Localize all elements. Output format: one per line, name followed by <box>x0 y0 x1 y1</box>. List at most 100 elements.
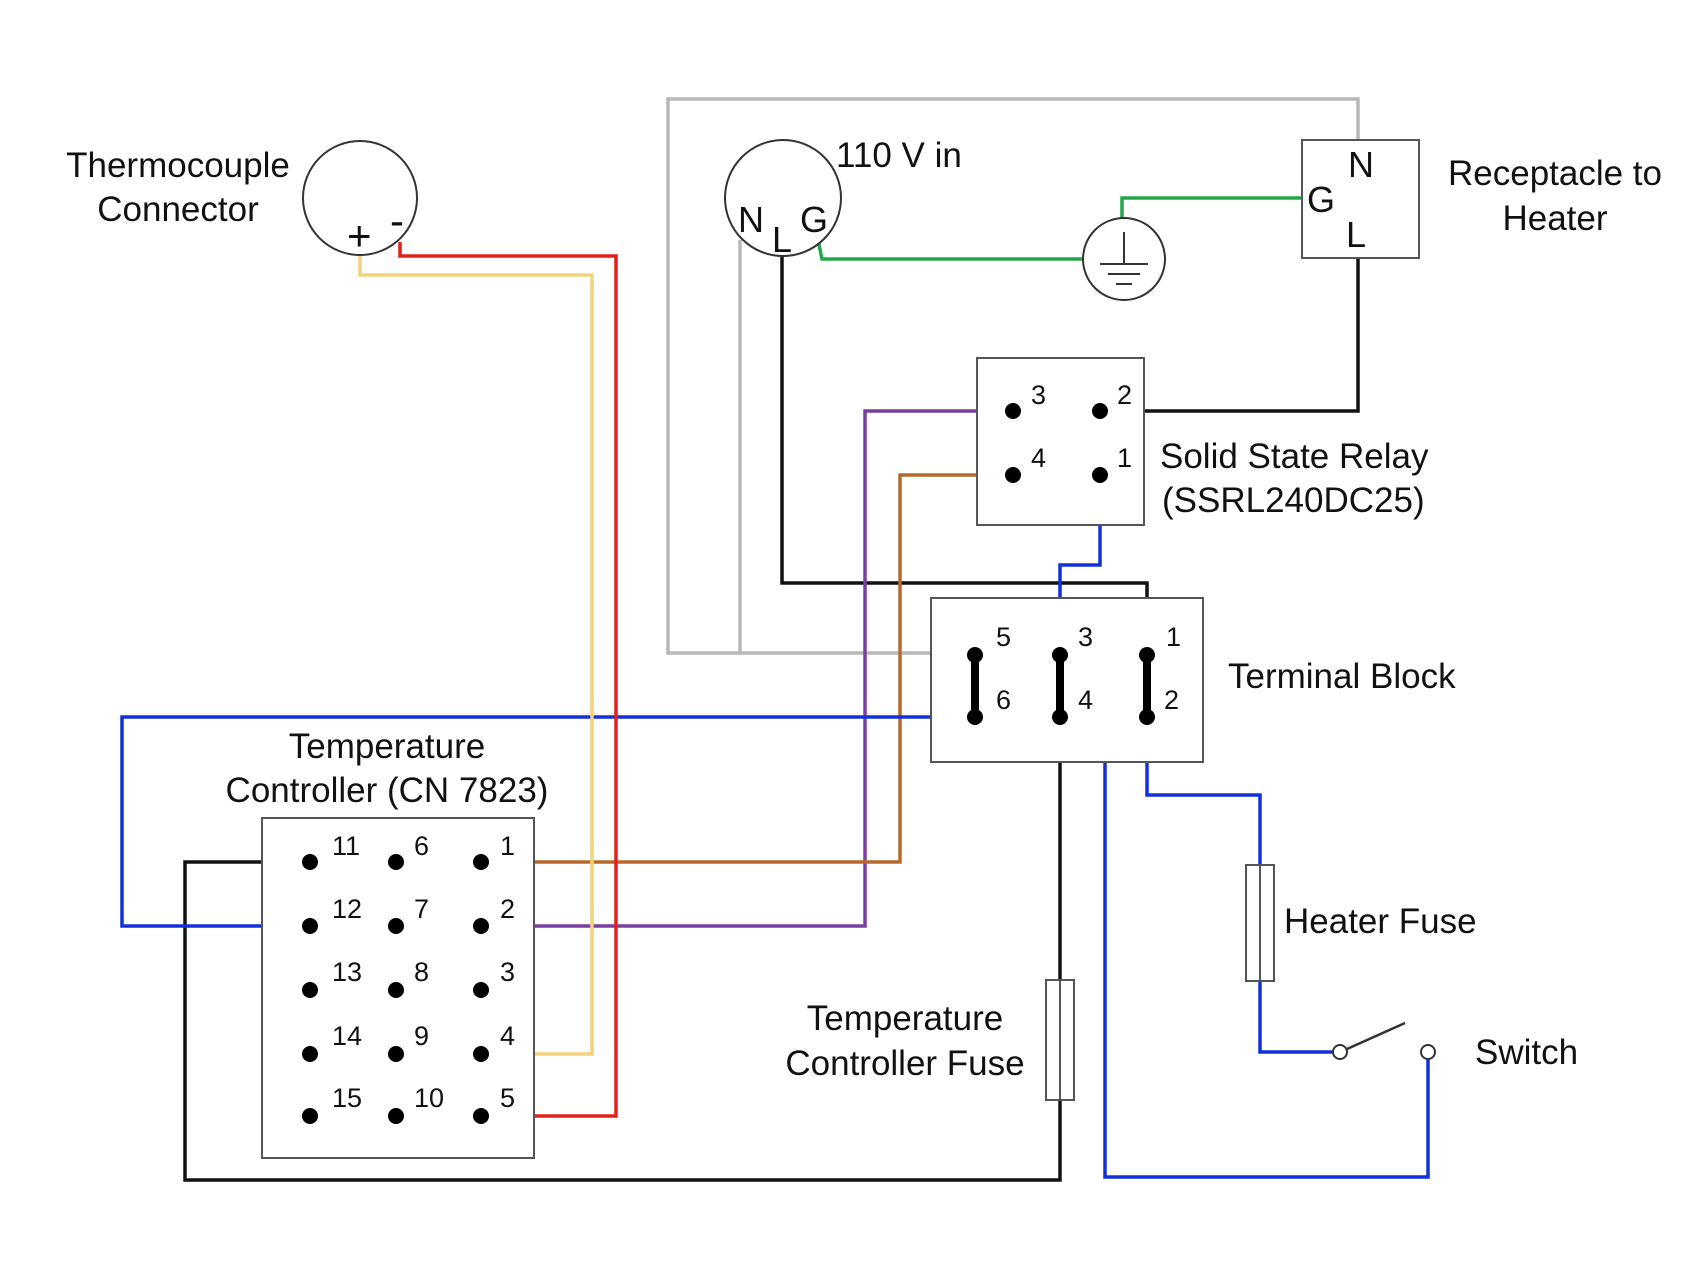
terminal-1 <box>1139 647 1155 663</box>
controller-pin-10 <box>388 1108 404 1124</box>
receptacle-line-label: L <box>1346 214 1366 255</box>
controller-pin-4 <box>473 1046 489 1062</box>
controller-pin-7 <box>388 918 404 934</box>
controller-pin-7-label: 7 <box>414 894 429 924</box>
receptacle-neutral-label: N <box>1348 144 1374 185</box>
controller-pin-8-label: 8 <box>414 957 429 987</box>
controller-pin-2 <box>473 918 489 934</box>
controller-pin-13-label: 13 <box>332 957 362 987</box>
wire-controller-power-black <box>183 860 1062 1182</box>
receptacle-ground-label: G <box>1307 179 1335 220</box>
controller-pin-11 <box>302 854 318 870</box>
controller-pin-14 <box>302 1046 318 1062</box>
controller-pin-3 <box>473 982 489 998</box>
relay-terminal-3 <box>1005 403 1021 419</box>
switch-lever <box>1346 1021 1406 1051</box>
controller-pin-12-label: 12 <box>332 894 362 924</box>
controller-pin-12 <box>302 918 318 934</box>
solid-state-relay: 3 2 4 1 Solid State Relay (SSRL240DC25) <box>976 357 1429 526</box>
relay-title-line2: (SSRL240DC25) <box>1162 481 1425 520</box>
controller-pin-14-label: 14 <box>332 1021 362 1051</box>
controller-pin-8 <box>388 982 404 998</box>
thermocouple-title-line2: Connector <box>97 190 259 229</box>
controller-pin-1 <box>473 854 489 870</box>
controller-pin-5 <box>473 1108 489 1124</box>
power-input-title: 110 V in <box>836 136 962 175</box>
controller-pin-11-label: 11 <box>332 831 360 861</box>
controller-pin-1-label: 1 <box>500 831 515 861</box>
controller-pin-13 <box>302 982 318 998</box>
thermocouple-connector: + - Thermocouple Connector <box>66 140 418 259</box>
controller-pin-6 <box>388 854 404 870</box>
relay-terminal-4 <box>1005 467 1021 483</box>
terminal-3 <box>1052 647 1068 663</box>
thermocouple-minus-label: - <box>390 197 404 244</box>
wire-fuse-to-switch-blue <box>1258 980 1340 1054</box>
switch: Switch <box>1332 1021 1578 1072</box>
power-plug-body <box>724 139 842 257</box>
relay-pin-1-label: 1 <box>1117 443 1132 473</box>
controller-fuse-title-line2: Controller Fuse <box>785 1044 1024 1083</box>
controller-fuse-title-line1: Temperature <box>807 999 1003 1038</box>
terminal-pin-3-label: 3 <box>1078 622 1093 652</box>
controller-pin-2-label: 2 <box>500 894 515 924</box>
controller-pin-4-label: 4 <box>500 1021 515 1051</box>
relay-pin-3-label: 3 <box>1031 380 1046 410</box>
controller-pin-9 <box>388 1046 404 1062</box>
terminal-pin-1-label: 1 <box>1166 622 1181 652</box>
controller-pin-15 <box>302 1108 318 1124</box>
terminal-pin-6-label: 6 <box>996 685 1011 715</box>
thermocouple-title-line1: Thermocouple <box>66 146 290 185</box>
terminal-5 <box>967 647 983 663</box>
wire-control-brown <box>481 473 1012 864</box>
controller-title-line2: Controller (CN 7823) <box>226 771 549 810</box>
thermocouple-connector-body <box>302 140 418 256</box>
controller-pin-15-label: 15 <box>332 1083 362 1113</box>
relay-title-line1: Solid State Relay <box>1160 437 1429 476</box>
terminal-2 <box>1139 709 1155 725</box>
temperature-controller: Temperature Controller (CN 7823) 11 12 1… <box>226 727 549 1159</box>
controller-pin-5-label: 5 <box>500 1083 515 1113</box>
wire-ground-green-out <box>1120 196 1302 218</box>
relay-terminal-2 <box>1092 403 1108 419</box>
wire-neutral-gray <box>666 97 1360 655</box>
relay-terminal-1 <box>1092 467 1108 483</box>
heater-fuse: Heater Fuse <box>1245 864 1477 982</box>
power-plug-neutral-label: N <box>738 199 764 240</box>
wire-ground-green-in <box>816 239 1083 261</box>
receptacle-title-line1: Receptacle to <box>1448 154 1662 193</box>
wire-thermocouple-red <box>398 242 618 1118</box>
switch-label: Switch <box>1475 1033 1578 1072</box>
controller-pin-9-label: 9 <box>414 1021 429 1051</box>
terminal-4 <box>1052 709 1068 725</box>
terminal-6 <box>967 709 983 725</box>
wire-switch-blue <box>1060 715 1430 1179</box>
terminal-block: 5 3 1 6 4 2 Terminal Block <box>930 597 1456 763</box>
wire-thermocouple-yellow <box>358 250 594 1056</box>
heater-receptacle: N G L Receptacle to Heater <box>1301 139 1662 259</box>
terminal-pin-4-label: 4 <box>1078 685 1093 715</box>
controller-fuse: Temperature Controller Fuse <box>785 979 1075 1101</box>
switch-contact-left <box>1332 1044 1348 1060</box>
controller-title-line1: Temperature <box>289 727 485 766</box>
controller-pin-3-label: 3 <box>500 957 515 987</box>
wire-neutral-blue-controller <box>120 715 975 928</box>
switch-contact-right <box>1420 1044 1436 1060</box>
controller-pin-6-label: 6 <box>414 831 429 861</box>
power-plug-ground-label: G <box>800 199 828 240</box>
receptacle-title-line2: Heater <box>1502 199 1607 238</box>
solid-state-relay-box <box>976 357 1145 526</box>
terminal-block-title: Terminal Block <box>1228 657 1456 696</box>
terminal-pin-2-label: 2 <box>1164 685 1179 715</box>
terminal-pin-5-label: 5 <box>996 622 1011 652</box>
wire-heater-line-black <box>1100 258 1360 413</box>
heater-receptacle-box <box>1301 139 1420 259</box>
relay-pin-2-label: 2 <box>1117 380 1132 410</box>
wire-control-purple <box>481 409 1012 928</box>
relay-pin-4-label: 4 <box>1031 443 1046 473</box>
heater-fuse-label: Heater Fuse <box>1284 902 1477 941</box>
thermocouple-plus-label: + <box>347 212 372 259</box>
power-input-plug: N L G 110 V in <box>724 136 962 260</box>
controller-pin-10-label: 10 <box>414 1083 444 1113</box>
